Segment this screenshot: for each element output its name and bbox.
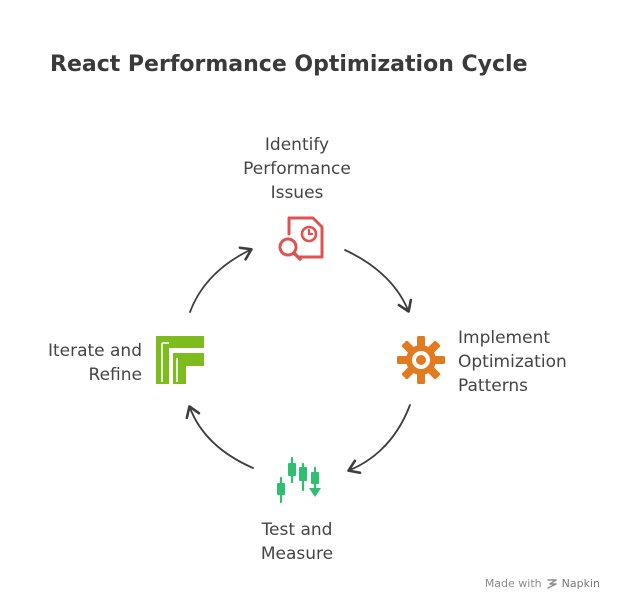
- napkin-attribution[interactable]: Made with Napkin: [485, 577, 600, 590]
- arrow-identify-to-implement: [344, 249, 413, 313]
- step-test-label: Test and Measure: [260, 520, 334, 564]
- made-with-text: Made with: [484, 577, 542, 590]
- search-document-icon: [278, 216, 324, 261]
- napkin-logo-icon: [546, 578, 557, 589]
- step-identify-label: Identify Performance Issues: [243, 135, 351, 203]
- candlestick-chart-icon: [277, 456, 321, 504]
- gear-icon: [397, 336, 445, 384]
- step-iterate-label: Iterate and Refine: [47, 341, 142, 385]
- arrow-implement-to-test: [347, 404, 411, 475]
- arrow-test-to-iterate: [185, 405, 254, 469]
- napkin-brand-text: Napkin: [561, 577, 600, 590]
- arrow-iterate-to-identify: [189, 246, 253, 313]
- diagram-title: React Performance Optimization Cycle: [50, 52, 528, 77]
- corner-bracket-icon: [156, 336, 204, 384]
- step-implement-label: Implement Optimization Patterns: [458, 328, 567, 396]
